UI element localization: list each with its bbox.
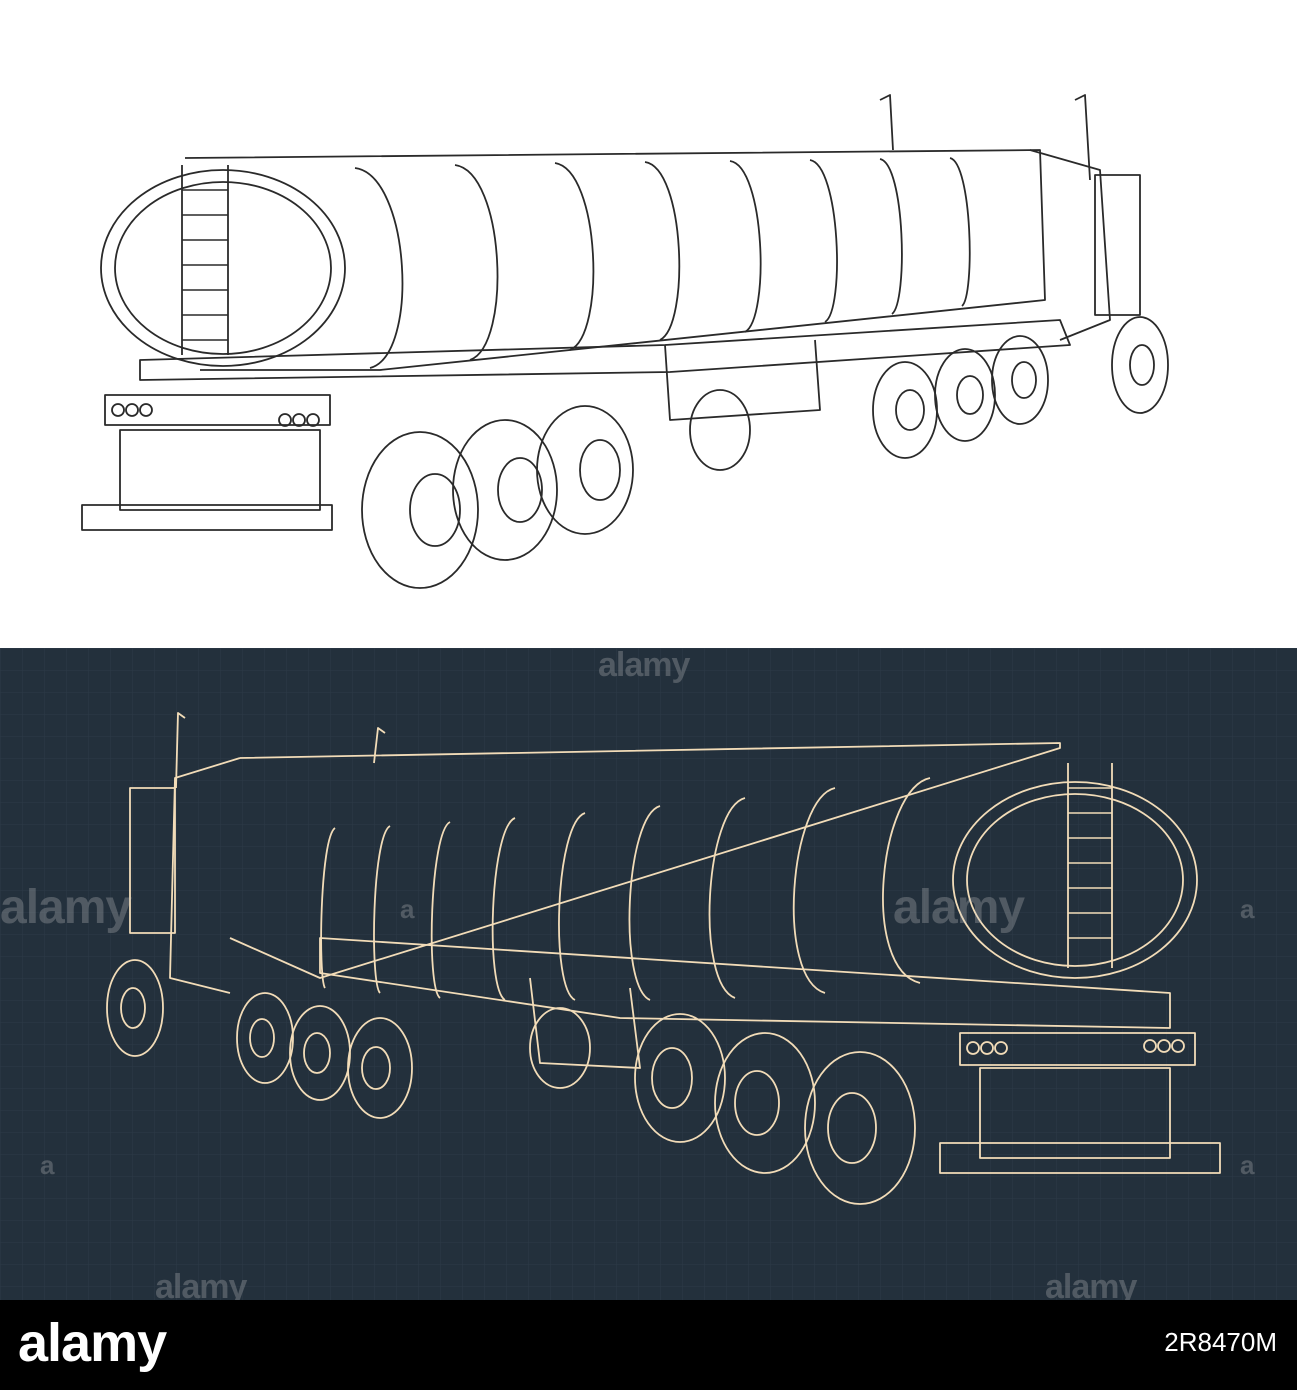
blueprint-panel	[0, 648, 1297, 1300]
footer-logo: alamy	[18, 1313, 167, 1373]
blueprint-grid	[0, 648, 1297, 1300]
watermark-brand: alamy	[598, 646, 690, 684]
watermark-mark: a	[40, 1150, 55, 1180]
line-drawing-panel	[0, 0, 1297, 648]
watermark-brand: alamy	[893, 881, 1025, 934]
tanker-truck-line-drawing	[81, 94, 1169, 589]
watermark-brand: alamy	[155, 1268, 247, 1306]
tanker-truck-blueprint	[0, 648, 1297, 1300]
footer-bar: alamy 2R8470M	[0, 1300, 1297, 1390]
image-id: 2R8470M	[1164, 1327, 1277, 1357]
watermark-brand: alamy	[1045, 1268, 1137, 1306]
watermark-mark: a	[400, 894, 415, 924]
watermark-mark: a	[1240, 1150, 1255, 1180]
watermark-brand: alamy	[0, 881, 132, 934]
watermark-mark: a	[1240, 894, 1255, 924]
